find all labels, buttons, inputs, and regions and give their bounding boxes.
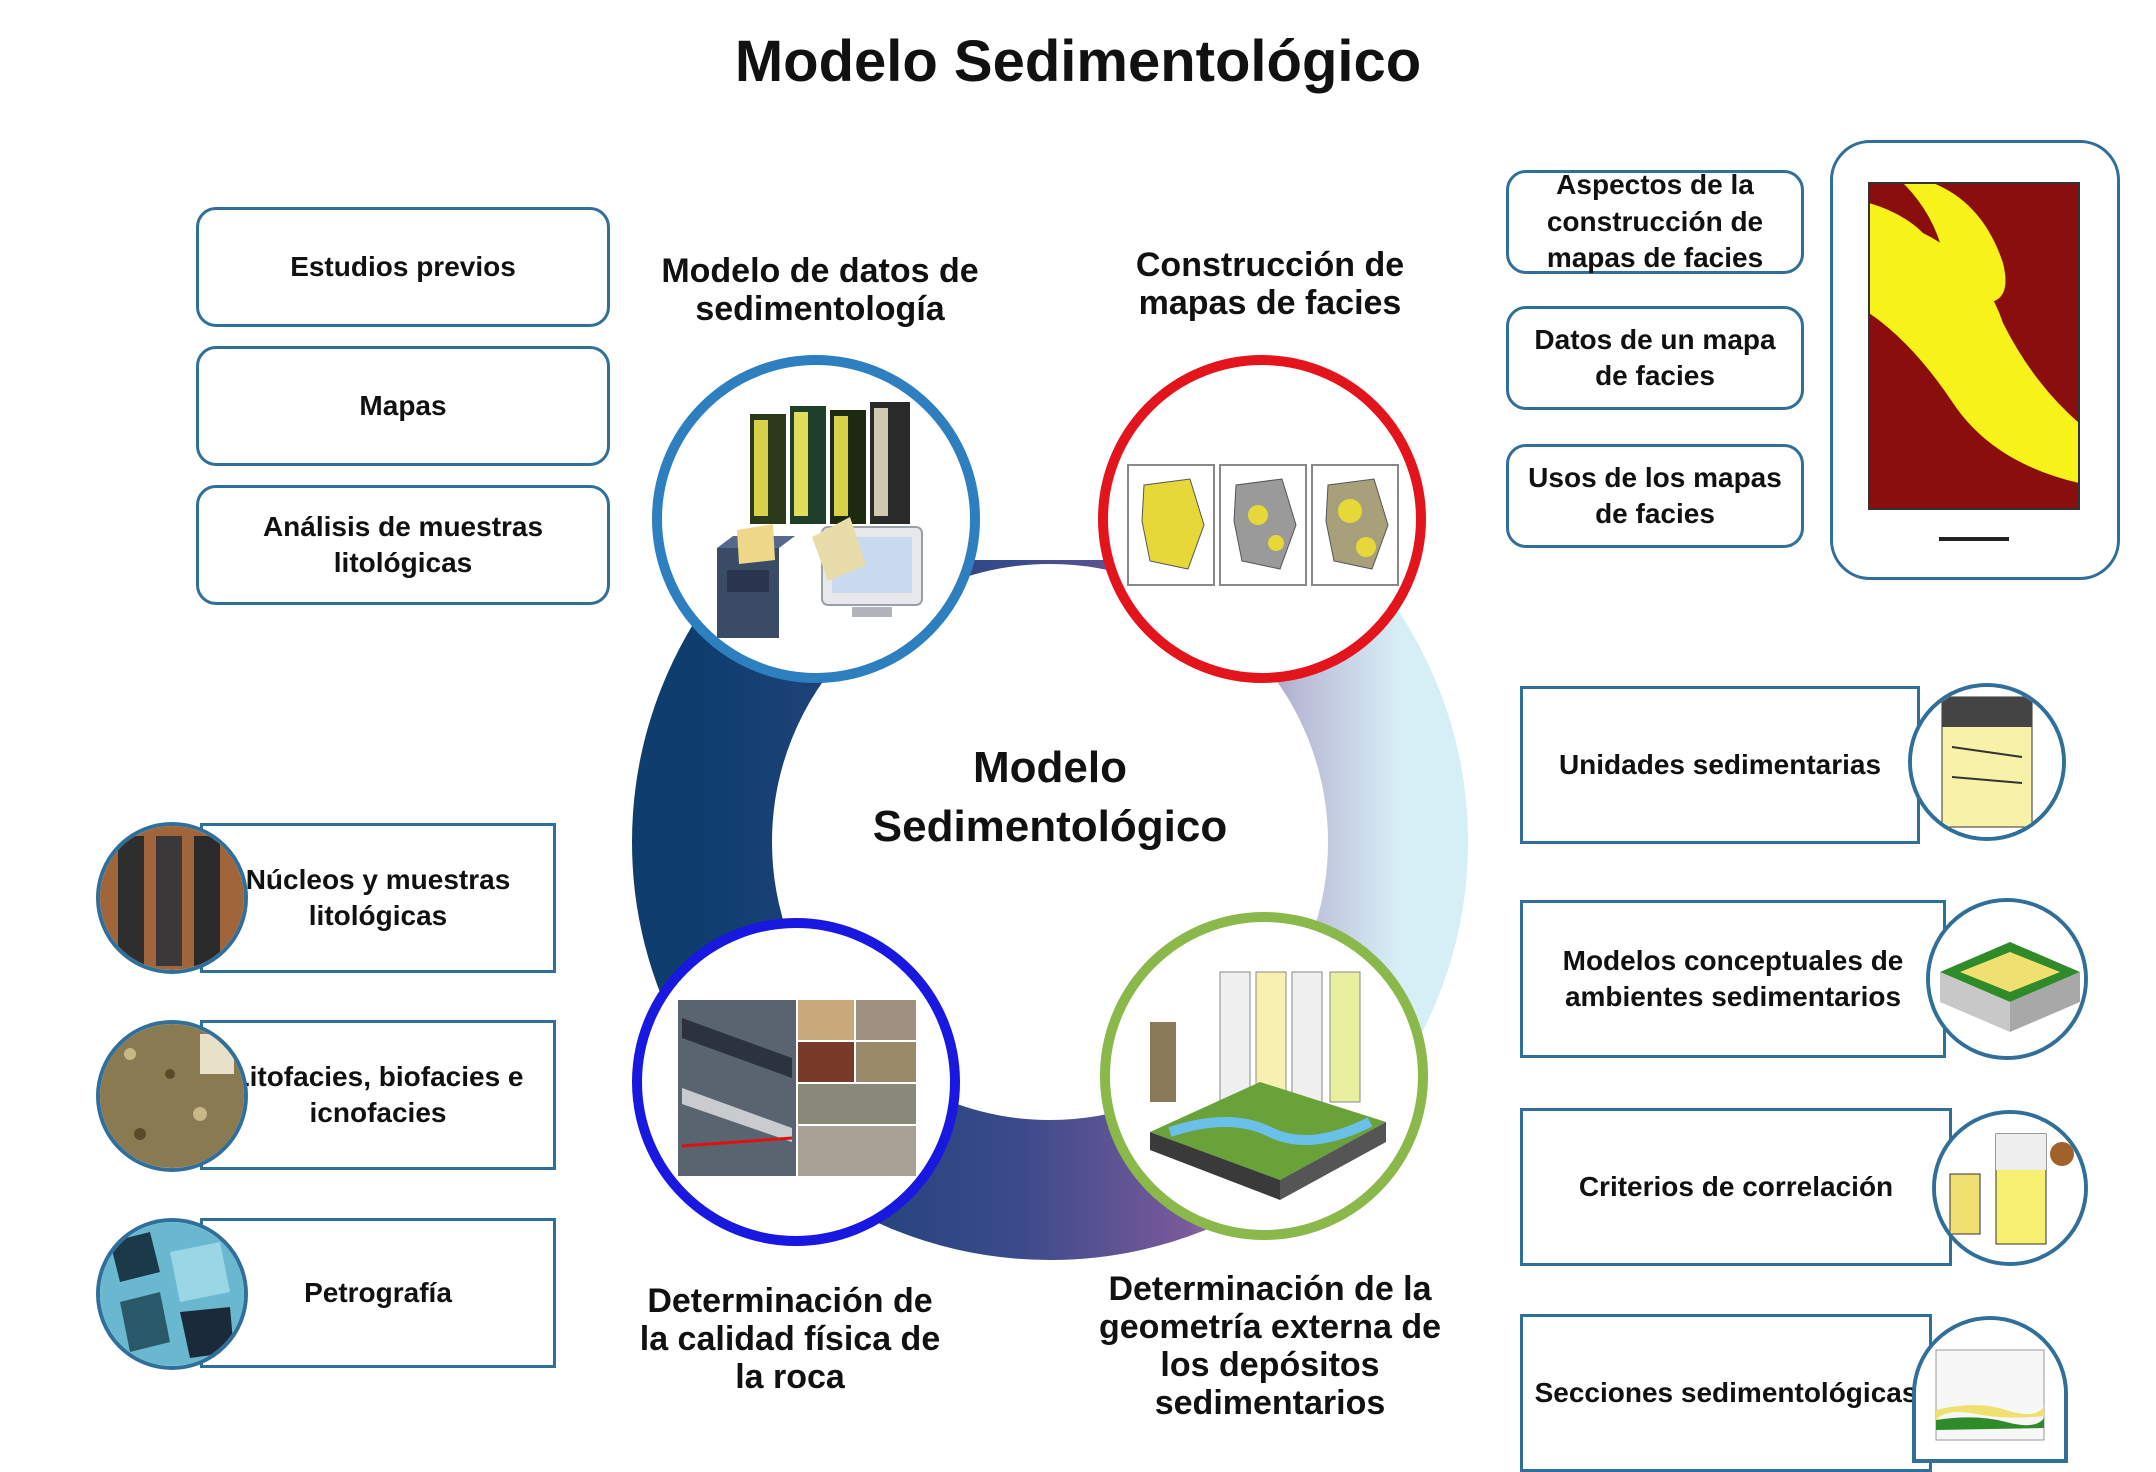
- item-litofacies[interactable]: Litofacies, biofacies e icnofacies: [200, 1020, 556, 1170]
- heading-construccion-mapas: Construcción de mapas de facies: [1135, 246, 1405, 323]
- thumb-petrografia: [96, 1218, 248, 1370]
- item-criterios-correlacion-label: Criterios de correlación: [1578, 1170, 1894, 1202]
- item-nucleos-muestras-label: Núcleos y muestras litológicas: [245, 863, 511, 931]
- block-model-illustration: [1150, 971, 1386, 1200]
- center-title: Modelo Sedimentológico: [840, 738, 1260, 857]
- item-petrografia[interactable]: Petrografía: [200, 1218, 556, 1368]
- box-estudios-previos[interactable]: Estudios previos: [196, 207, 610, 327]
- core-photos-illustration: [678, 1000, 916, 1176]
- thumb-litofacies: [96, 1020, 248, 1172]
- circle-construccion-mapas[interactable]: [1098, 355, 1426, 683]
- item-modelos-conceptuales[interactable]: Modelos conceptuales de ambientes sedime…: [1520, 900, 1946, 1058]
- item-modelos-conceptuales-label: Modelos conceptuales de ambientes sedime…: [1562, 944, 1904, 1012]
- item-litofacies-label: Litofacies, biofacies e icnofacies: [232, 1060, 524, 1128]
- page-title: Modelo Sedimentológico: [734, 29, 1422, 94]
- circle-calidad-roca[interactable]: [632, 918, 960, 1246]
- item-criterios-correlacion[interactable]: Criterios de correlación: [1520, 1108, 1952, 1266]
- heading-calidad-roca: Determinación de la calidad física de la…: [639, 1282, 941, 1397]
- item-petrografia-label: Petrografía: [304, 1276, 452, 1308]
- thumb-unidades: [1908, 683, 2066, 841]
- facies-map-panel[interactable]: [1830, 140, 2120, 580]
- thumb-secciones: [1912, 1316, 2068, 1463]
- item-nucleos-muestras[interactable]: Núcleos y muestras litológicas: [200, 823, 556, 973]
- cores-photo-icon: [100, 826, 244, 970]
- rock-texture-icon: [100, 1024, 244, 1168]
- box-datos-mapa-facies[interactable]: Datos de un mapa de facies: [1506, 306, 1804, 410]
- item-secciones-sedimentologicas-label: Secciones sedimentológicas: [1534, 1376, 1918, 1408]
- box-usos-mapas-facies[interactable]: Usos de los mapas de facies: [1506, 444, 1804, 548]
- box-aspectos-construccion[interactable]: Aspectos de la construcción de mapas de …: [1506, 169, 1804, 274]
- thumb-nucleos: [96, 822, 248, 974]
- facies-maps-illustration: [1127, 464, 1399, 586]
- depositional-model-icon: [1930, 902, 2084, 1056]
- facies-map-illustration: [1868, 182, 2080, 541]
- circle-modelo-datos[interactable]: [652, 355, 980, 683]
- heading-geometria-externa: Determinación de la geometría externa de…: [1098, 1270, 1442, 1423]
- box-analisis-muestras[interactable]: Análisis de muestras litológicas: [196, 485, 610, 605]
- box-mapas[interactable]: Mapas: [196, 346, 610, 466]
- item-secciones-sedimentologicas[interactable]: Secciones sedimentológicas: [1520, 1314, 1932, 1472]
- item-unidades-sedimentarias[interactable]: Unidades sedimentarias: [1520, 686, 1920, 844]
- item-unidades-sedimentarias-label: Unidades sedimentarias: [1558, 748, 1882, 780]
- central-ring: [632, 560, 1468, 1260]
- thumb-modelos: [1926, 898, 2088, 1060]
- center-title-line1: Modelo: [973, 743, 1127, 792]
- files-illustration: [717, 402, 923, 638]
- sedimentary-log-icon: [1912, 687, 2062, 837]
- correlation-panel-icon: [1936, 1114, 2084, 1262]
- heading-modelo-datos: Modelo de datos de sedimentología: [661, 252, 979, 329]
- section-profile-icon: [1916, 1320, 2064, 1459]
- thumb-criterios: [1932, 1110, 2088, 1266]
- circle-geometria-externa[interactable]: [1100, 912, 1428, 1240]
- thin-section-icon: [100, 1222, 244, 1366]
- center-title-line2: Sedimentológico: [872, 802, 1228, 852]
